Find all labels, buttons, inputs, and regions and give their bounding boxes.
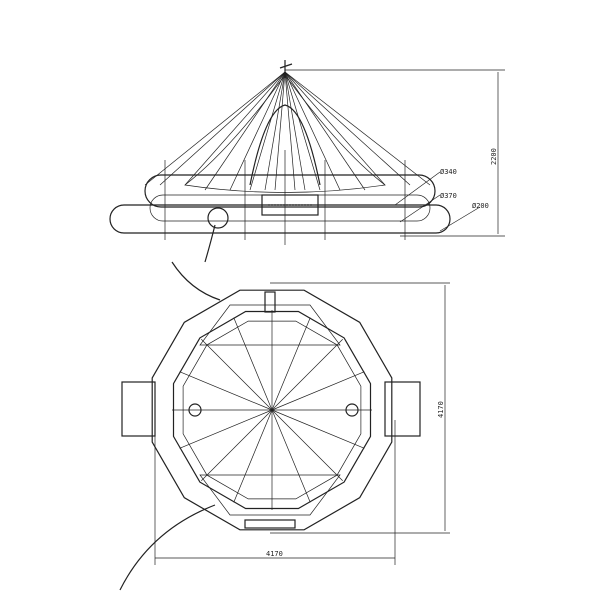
boarding-ladder (261, 194, 319, 216)
canopy-line (274, 71, 286, 191)
top-mast (279, 60, 293, 78)
canopy-line (284, 71, 341, 191)
canopy-net (184, 74, 386, 193)
canister-end (207, 207, 229, 229)
middle-tube (149, 194, 431, 222)
canopy-spoke (201, 409, 273, 481)
canopy-spoke (271, 339, 343, 411)
diameter-label-200: Ø200 (472, 202, 489, 210)
canopy-spoke (271, 409, 343, 481)
top-view: 4170 4170 (119, 261, 450, 591)
top-net (199, 304, 341, 346)
painter-line (204, 224, 216, 263)
canopy-line (159, 71, 286, 186)
canopy-line (229, 71, 286, 191)
canopy-line (284, 71, 366, 191)
canopy-line (144, 71, 286, 186)
bottom-entrance (244, 519, 296, 529)
canopy-spoke (233, 317, 273, 411)
canopy-spokes (172, 310, 372, 510)
diameter-label-340: Ø340 (440, 168, 457, 176)
bottom-net (199, 474, 341, 516)
canopy-spoke (271, 371, 365, 411)
canopy-spoke (201, 339, 273, 411)
left-handle (121, 381, 156, 437)
outer-tube (151, 289, 393, 531)
top-width-label: 4170 (266, 550, 283, 558)
canopy-line (264, 71, 286, 191)
lower-tube (109, 204, 451, 234)
right-handle (384, 381, 421, 437)
canopy-line (284, 71, 306, 191)
canopy-line (284, 71, 411, 186)
side-view: Ø340 Ø370 Ø200 2200 (109, 60, 505, 263)
canopy-spoke (271, 409, 365, 449)
side-height-label: 2200 (490, 148, 498, 165)
top-height-label: 4170 (437, 401, 445, 418)
canopy-arch (249, 104, 321, 186)
canopy-spoke (271, 317, 311, 411)
canopy-spoke (233, 409, 273, 503)
canopy-spoke (179, 409, 273, 449)
inner-tube (172, 310, 372, 510)
canopy-spoke (271, 409, 311, 503)
painter-line-top (171, 261, 221, 301)
upper-tube (144, 174, 436, 208)
canopy-line (249, 71, 286, 191)
canopy-line (184, 71, 286, 186)
canopy-line (284, 71, 386, 186)
canopy-line (284, 71, 296, 191)
top-entrance (264, 291, 276, 313)
canopy-line (284, 71, 431, 186)
diameter-label-370: Ø370 (440, 192, 457, 200)
canopy-lines (144, 71, 431, 191)
canopy-spoke (179, 371, 273, 411)
painter-line-bottom (119, 504, 216, 591)
canopy-line (284, 71, 321, 191)
canopy-line (204, 71, 286, 191)
